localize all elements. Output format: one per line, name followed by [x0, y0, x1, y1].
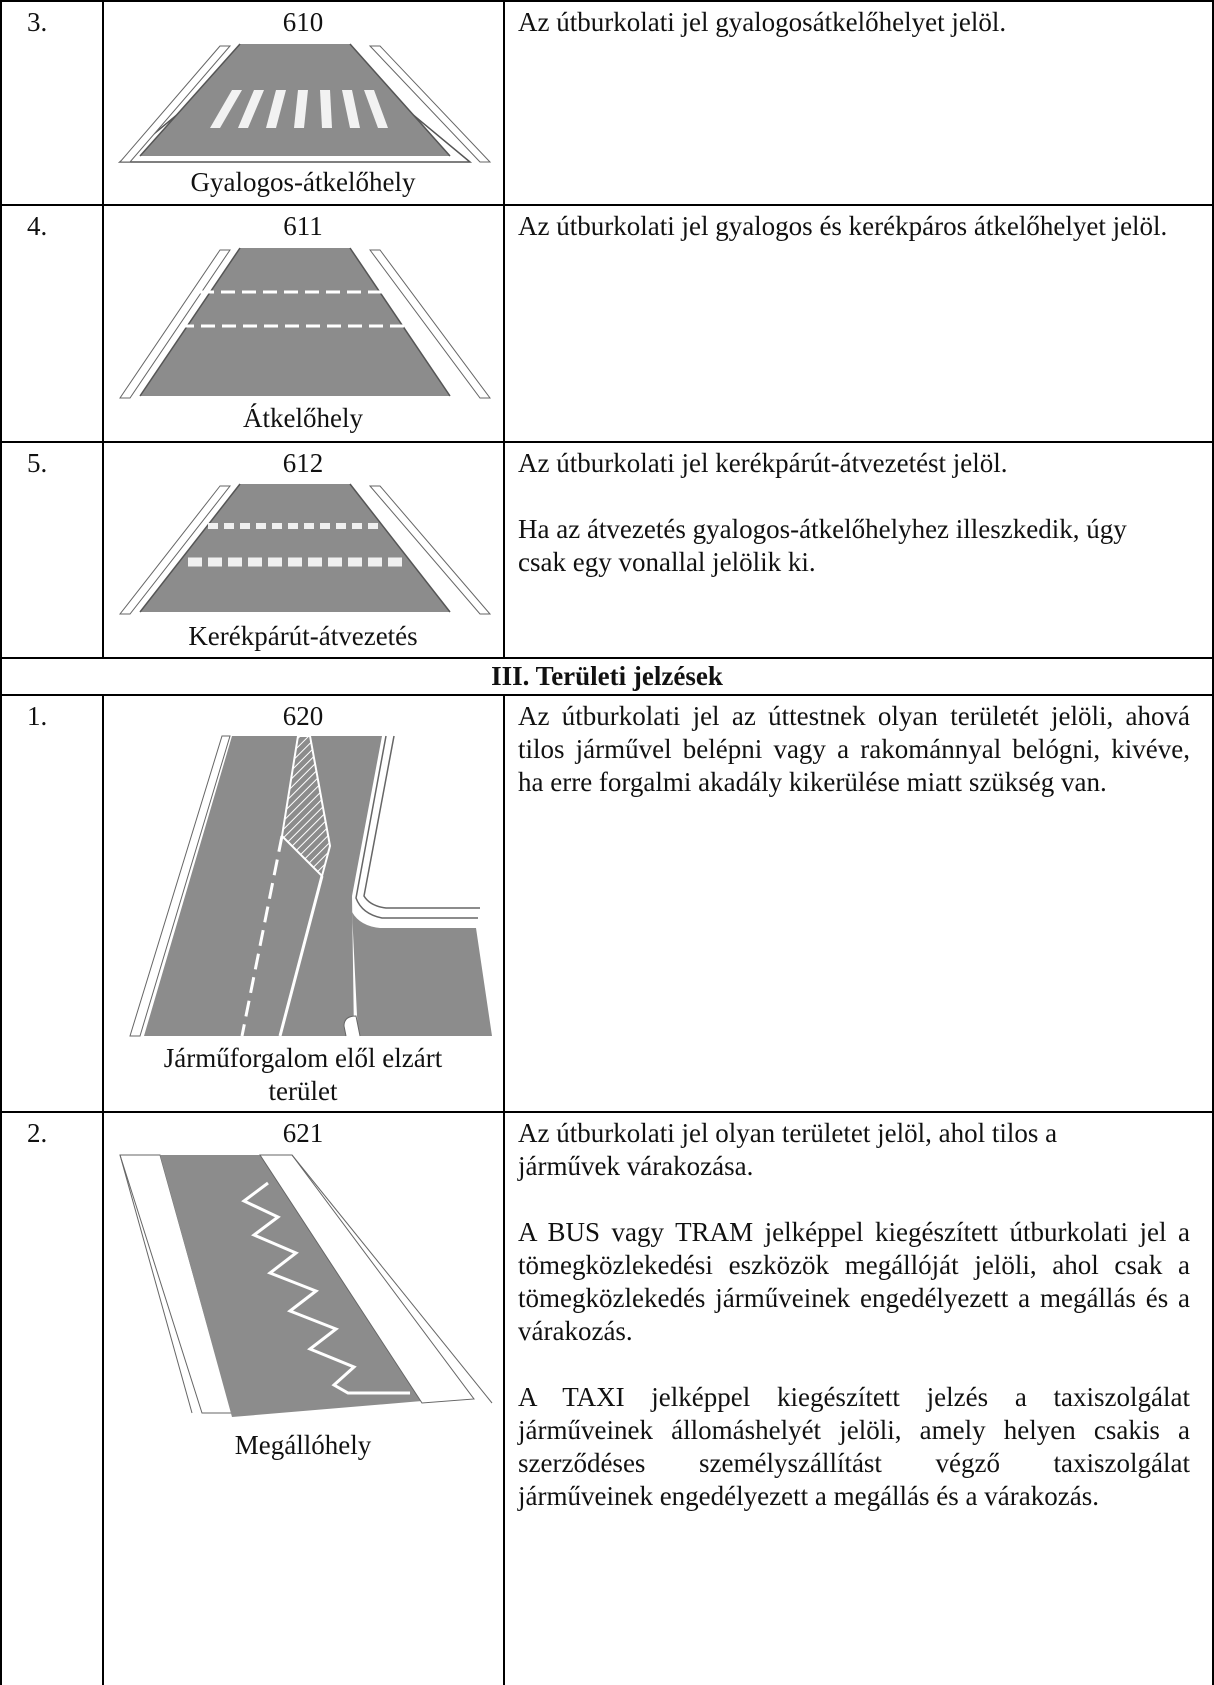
table-rule	[503, 0, 505, 659]
table-rule	[102, 0, 104, 659]
description-paragraph: Az útburkolati jel olyan területet jelöl…	[518, 1118, 1058, 1181]
description-paragraph: Az útburkolati jel az úttestnek olyan te…	[518, 701, 1190, 797]
description-paragraph: Az útburkolati jel kerékpárút-átvezetést…	[518, 448, 1008, 478]
sign-caption: Gyalogos-átkelőhely	[190, 167, 416, 197]
sign-description: Az útburkolati jel gyalogos és kerékpáro…	[518, 210, 1202, 243]
table-rule	[0, 1111, 1214, 1113]
sign-caption: Megállóhely	[234, 1430, 372, 1460]
sign-caption: terület	[268, 1076, 338, 1106]
table-rule	[102, 694, 104, 1685]
description-paragraph: Ha az átvezetés gyalogos-átkelőhelyhez i…	[518, 514, 1127, 577]
bike-crossing-marking-illustration	[118, 483, 492, 615]
sign-description: Az útburkolati jel az úttestnek olyan te…	[518, 700, 1190, 799]
table-rule	[0, 0, 1214, 2]
row-number: 2.	[27, 1118, 48, 1148]
crossing-marking-illustration	[119, 247, 491, 399]
row-number: 1.	[27, 701, 48, 731]
sign-caption: Járműforgalom elől elzárt	[163, 1043, 443, 1073]
sign-description: Az útburkolati jel kerékpárút-átvezetést…	[518, 447, 1202, 579]
description-paragraph: A TAXI jelképpel kiegészített jelzés a t…	[518, 1382, 1190, 1511]
crosswalk-marking-illustration	[117, 43, 492, 163]
description-paragraph: Az útburkolati jel gyalogosátkelőhelyet …	[518, 7, 1007, 37]
row-number: 3.	[27, 7, 48, 37]
sign-code: 621	[282, 1118, 324, 1148]
sign-description: Az útburkolati jel gyalogosátkelőhelyet …	[518, 6, 1202, 39]
sign-code: 610	[282, 7, 324, 37]
row-number: 4.	[27, 211, 48, 241]
restricted-area-marking-illustration	[129, 735, 492, 1037]
table-rule	[503, 694, 505, 1685]
sign-code: 620	[282, 701, 324, 731]
table-rule	[0, 657, 1214, 659]
table-rule	[0, 0, 2, 1685]
description-paragraph: A BUS vagy TRAM jelképpel kiegészített ú…	[518, 1217, 1190, 1346]
table-rule	[1212, 0, 1214, 1685]
sign-description: Az útburkolati jel olyan területet jelöl…	[518, 1117, 1190, 1513]
section-title: III. Területi jelzések	[491, 661, 723, 691]
table-rule	[0, 694, 1214, 696]
table-rule	[0, 204, 1214, 206]
row-number: 5.	[27, 448, 48, 478]
table-rule	[0, 441, 1214, 443]
sign-caption: Kerékpárút-átvezetés	[188, 621, 418, 651]
description-paragraph: Az útburkolati jel gyalogos és kerékpáro…	[518, 211, 1168, 241]
sign-code: 612	[282, 448, 324, 478]
sign-code: 611	[283, 211, 323, 241]
bus-stop-marking-illustration	[119, 1154, 493, 1417]
sign-caption: Átkelőhely	[243, 403, 363, 433]
